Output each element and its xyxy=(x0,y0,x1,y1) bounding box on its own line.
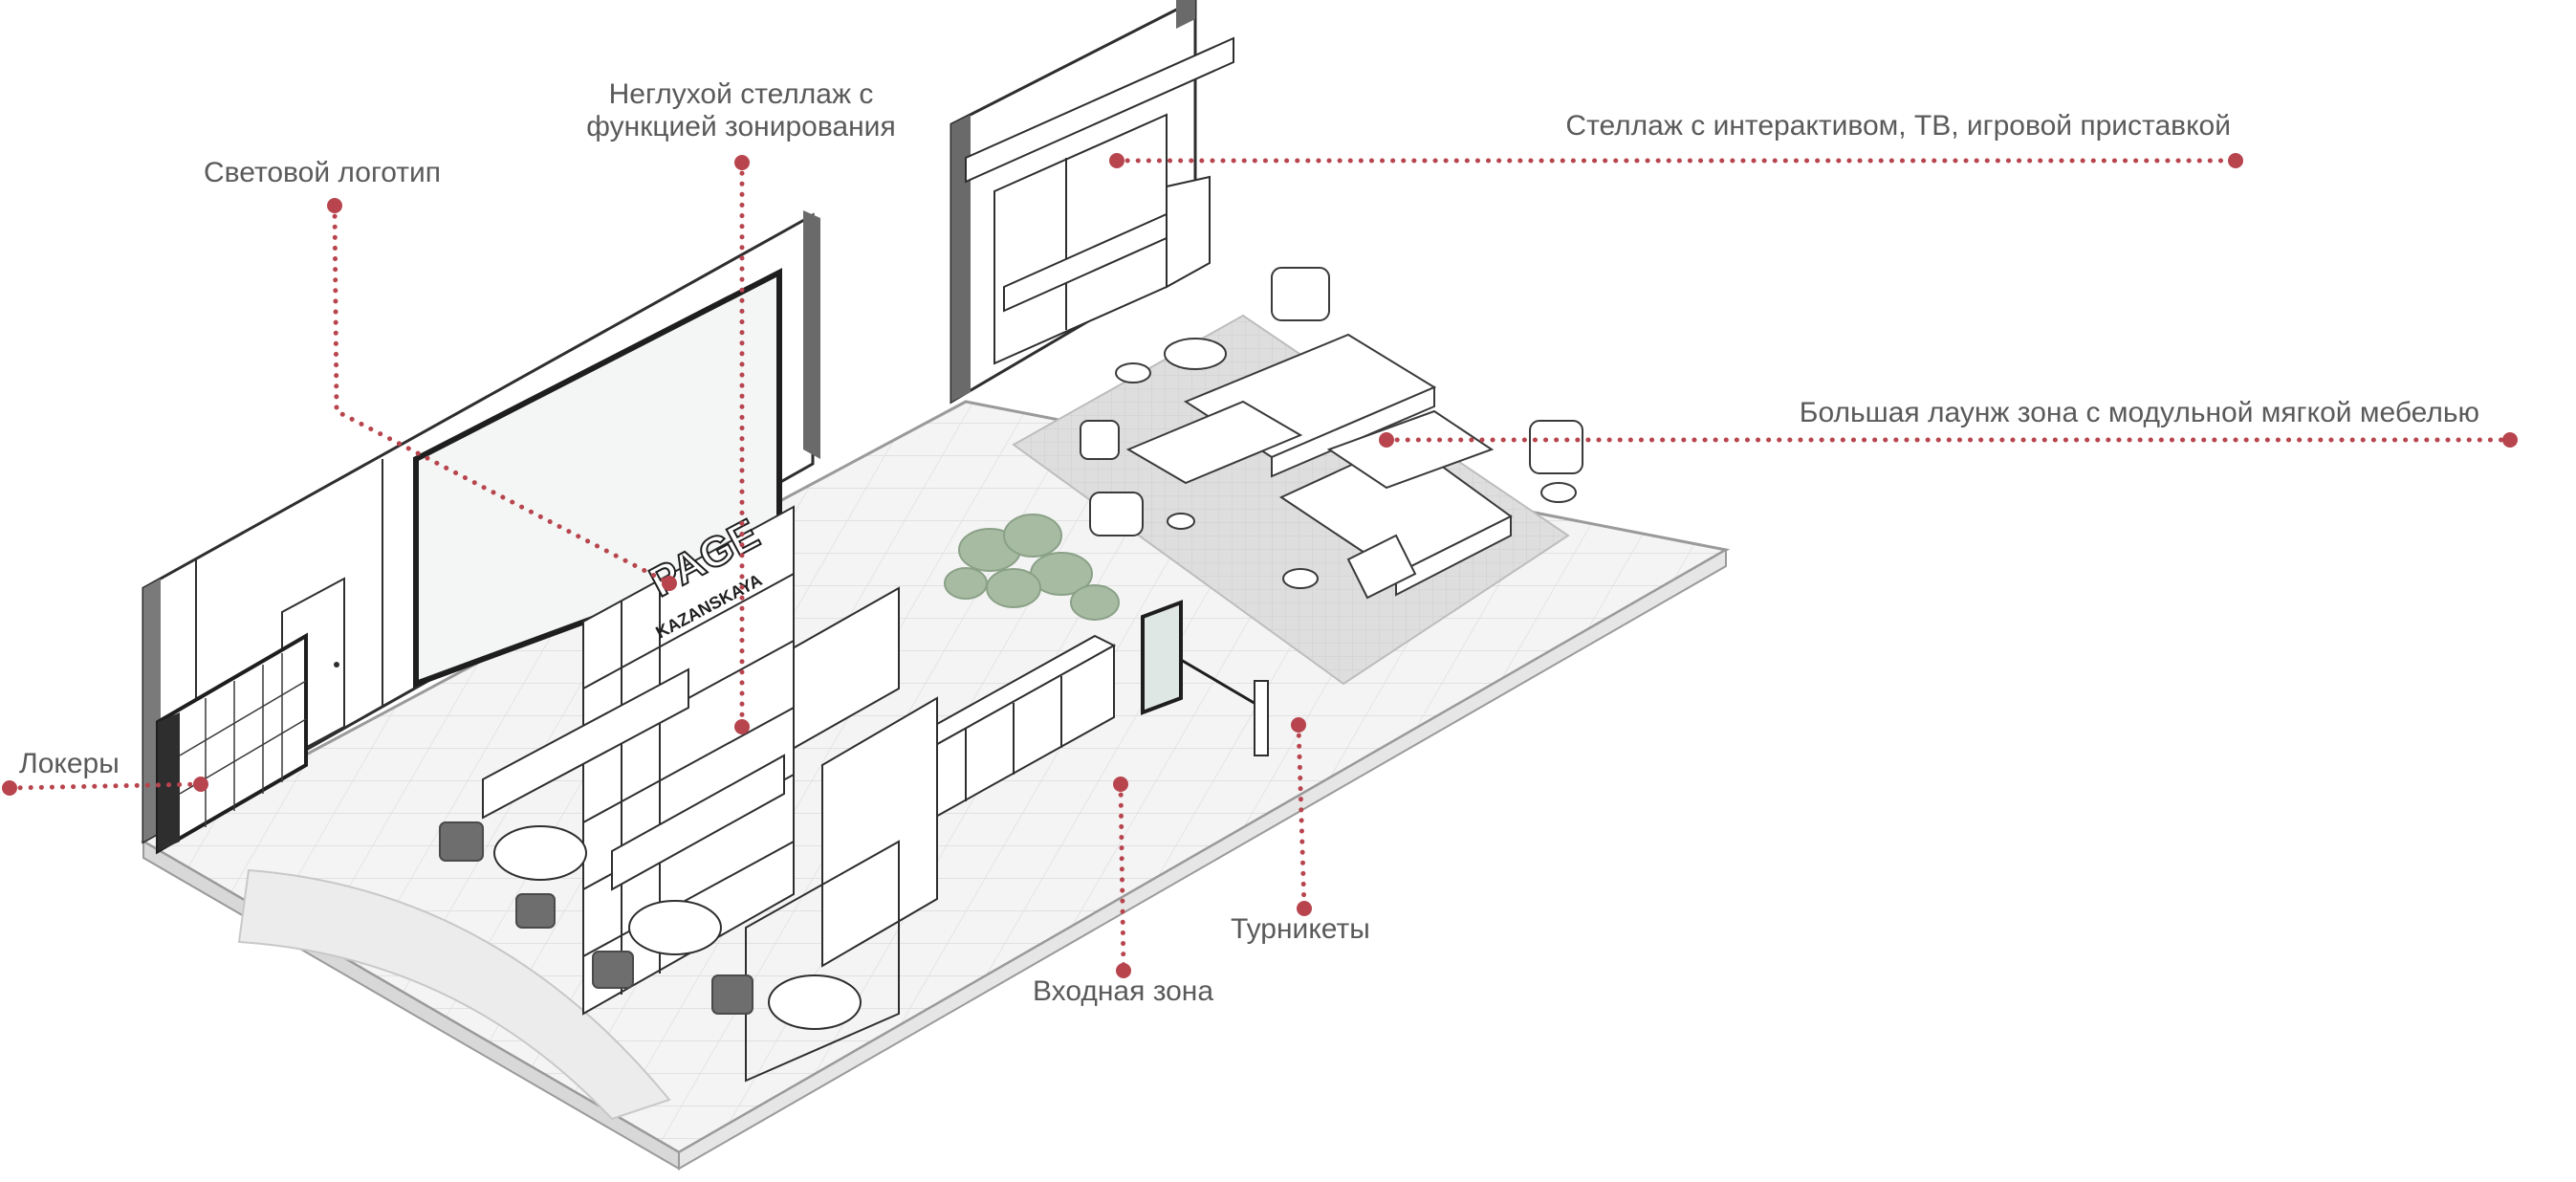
label-lockers: Локеры xyxy=(19,748,120,779)
label-lounge: Большая лаунж зона с модульной мягкой ме… xyxy=(1799,397,2479,428)
leader-lockers xyxy=(7,781,204,791)
turnstile xyxy=(1141,600,1269,756)
label-light-logo: Световой логотип xyxy=(204,157,441,188)
zoning-shelving xyxy=(582,505,938,1016)
label-shelf-zoning-line2: функцией зонирования xyxy=(586,111,896,142)
endpoint-light-logo-top xyxy=(327,198,342,213)
label-shelf-tv: Стеллаж с интерактивом, ТВ, игровой прис… xyxy=(1565,110,2231,142)
label-shelf-zoning-line1: Неглухой стеллаж с xyxy=(608,78,874,110)
plants xyxy=(944,514,1120,621)
label-turnstiles: Турникеты xyxy=(1231,913,1370,945)
leader-turnstiles xyxy=(1296,722,1307,911)
lounge-furniture xyxy=(1080,267,1583,600)
endpoint-lounge-left xyxy=(1379,432,1394,448)
label-entrance: Входная зона xyxy=(1033,975,1214,1007)
endpoint-turnstiles-bottom xyxy=(1297,901,1312,916)
label-shelf-zoning: Неглухой стеллаж с функцией зонирования xyxy=(564,78,918,143)
leader-light-logo xyxy=(332,203,672,586)
endpoint-light-logo-bottom xyxy=(662,576,677,591)
leader-entrance xyxy=(1118,781,1126,974)
tv-shelf xyxy=(965,36,1234,365)
endpoint-shelf-tv-left xyxy=(1109,153,1124,168)
endpoint-shelf-zoning-top xyxy=(734,155,750,170)
endpoint-entrance-bottom xyxy=(1116,963,1131,978)
endpoint-shelf-zoning-bottom xyxy=(734,719,750,734)
callout-endpoints xyxy=(2,153,2518,978)
callout-leaders xyxy=(7,158,2513,974)
endpoint-turnstiles-top xyxy=(1291,717,1306,733)
endpoint-lockers-left xyxy=(2,780,17,796)
endpoint-lockers-right xyxy=(193,777,208,792)
lockers-cabinet xyxy=(156,632,308,855)
endpoint-lounge-right xyxy=(2502,432,2518,448)
endpoint-shelf-tv-right xyxy=(2228,153,2243,168)
cafe-zone xyxy=(439,668,900,1083)
endpoint-entrance-top xyxy=(1113,777,1128,792)
